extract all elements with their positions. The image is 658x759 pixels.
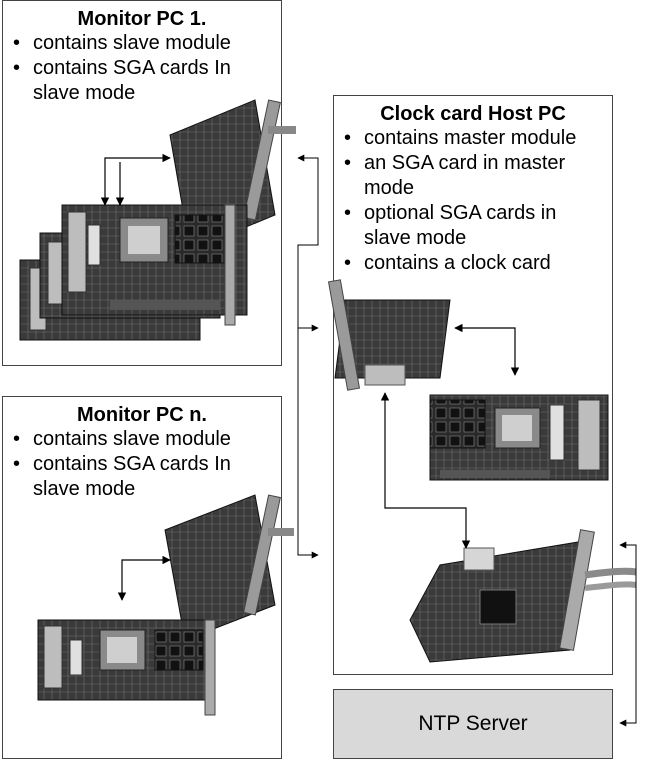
ntp-server-box: NTP Server	[333, 689, 613, 759]
clock-card-host-pc-box: Clock card Host PC contains master modul…	[333, 95, 613, 675]
monitor-pc-n-bullets: contains slave module contains SGA cards…	[7, 427, 277, 502]
monitor-pc-n-box: Monitor PC n. contains slave module cont…	[2, 396, 282, 759]
bullet-item: contains SGA cards In slave mode	[33, 452, 277, 502]
ntp-server-label: NTP Server	[418, 712, 527, 736]
monitor-pc-1-bullets: contains slave module contains SGA cards…	[7, 31, 277, 106]
host-pc-bullets: contains master module an SGA card in ma…	[338, 126, 608, 276]
monitor-pc-n-title: Monitor PC n.	[7, 403, 277, 427]
bullet-item: contains slave module	[33, 31, 277, 56]
monitor-pc-1-box: Monitor PC 1. contains slave module cont…	[2, 0, 282, 366]
ntp-link-arrow	[620, 545, 636, 723]
bullet-item: an SGA card in master mode	[364, 151, 608, 201]
bullet-item: contains a clock card	[364, 251, 608, 276]
monitor-pc-1-title: Monitor PC 1.	[7, 7, 277, 31]
bullet-item: contains master module	[364, 126, 608, 151]
bullet-item: contains SGA cards In slave mode	[33, 56, 277, 106]
bullet-item: contains slave module	[33, 427, 277, 452]
host-pc-title: Clock card Host PC	[338, 102, 608, 126]
bullet-item: optional SGA cards in slave mode	[364, 201, 608, 251]
network-link-arrow	[298, 158, 318, 555]
